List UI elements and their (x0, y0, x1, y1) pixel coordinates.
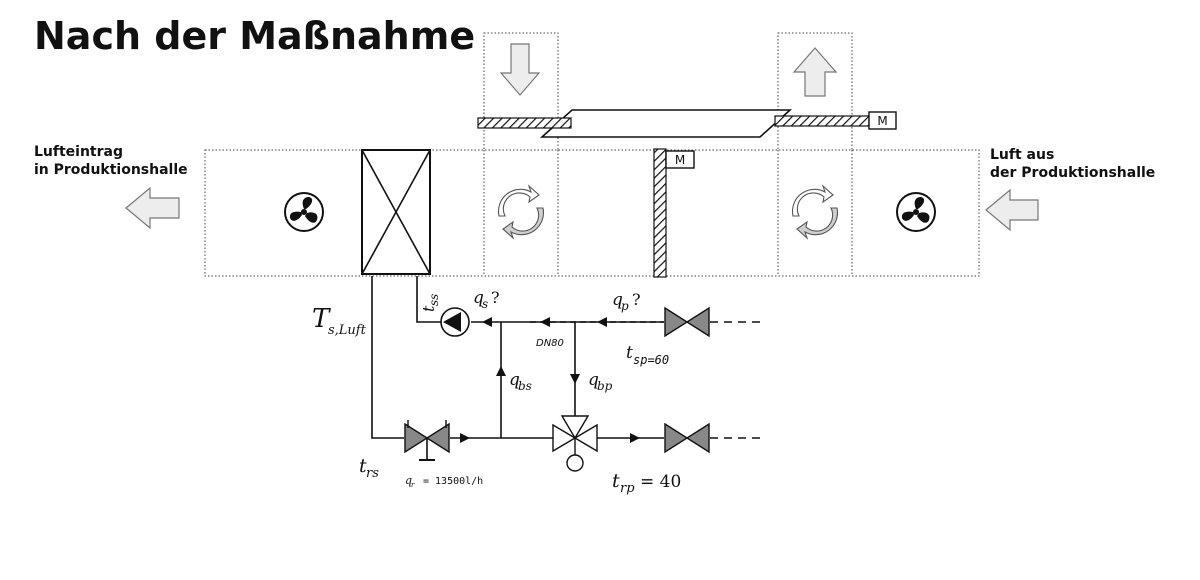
motor-icon: M (665, 150, 695, 169)
damper-icon (477, 117, 572, 129)
label-dn80: DN80 (536, 338, 564, 349)
label-q-bp-base: q (588, 370, 599, 390)
label-q-s-question: ? (491, 288, 500, 307)
label-t-rp: t rp = 40 (612, 470, 681, 496)
label-t-sp: t sp=60 (626, 343, 669, 367)
label-q-s-sub: s (482, 297, 488, 311)
label-t-sp-sub: sp=60 (633, 353, 669, 367)
rotary-wheel-icon (791, 184, 839, 240)
label-t-rp-sub: rp (620, 481, 635, 496)
bypass-duct (539, 109, 793, 138)
heat-exchanger-icon (361, 149, 431, 275)
label-q-r-value: = 13500l/h (423, 476, 483, 487)
label-air-supply-line2: in Produktionshalle (34, 162, 188, 178)
damper-icon (774, 115, 870, 127)
arrow-left-icon (125, 186, 180, 230)
label-q-r-base: q (405, 474, 412, 487)
label-t-sp-base: t (626, 343, 633, 363)
label-T-sub: s,Luft (328, 323, 367, 338)
valve-icon (664, 306, 710, 338)
label-t-rp-base: t (612, 470, 620, 492)
label-q-s-base: q (473, 288, 484, 308)
arrow-up-icon (792, 47, 838, 97)
three-way-valve-icon (552, 415, 598, 472)
label-air-extract: Luft aus der Produktionshalle (990, 146, 1155, 182)
label-q-p: q p ? (612, 290, 641, 313)
label-t-rs-base: t (359, 455, 367, 477)
page-title: Nach der Maßnahme (34, 14, 476, 58)
damper-icon (653, 148, 667, 278)
label-t-rs: t rs (359, 455, 379, 481)
motor-label: M (675, 153, 685, 167)
ahu-housing (204, 32, 980, 277)
label-q-p-sub: p (621, 299, 629, 313)
label-air-extract-line2: der Produktionshalle (990, 165, 1156, 181)
rotary-wheel-icon (497, 184, 545, 240)
label-q-bp-sub: bp (597, 379, 613, 393)
label-t-rp-value: = 40 (640, 472, 681, 492)
label-air-extract-line1: Luft aus (990, 147, 1055, 163)
label-q-bs-sub: bs (518, 379, 532, 393)
motor-icon: M (868, 111, 897, 130)
label-T-base: T (312, 304, 331, 334)
arrow-down-icon (499, 43, 541, 96)
pump-icon (440, 307, 470, 337)
balancing-valve-icon (404, 420, 450, 461)
fan-icon (896, 192, 936, 232)
valve-icon (664, 422, 710, 454)
label-t-ss: t ss (419, 294, 441, 312)
label-q-bs: q bs (509, 370, 532, 393)
label-q-bs-base: q (509, 370, 520, 390)
label-t-ss-base: t (419, 305, 438, 312)
label-air-supply-line1: Lufteintrag (34, 144, 123, 160)
label-q-p-base: q (612, 290, 623, 310)
label-q-s: q s ? (473, 288, 500, 311)
fan-icon (284, 192, 324, 232)
label-air-supply: Lufteintrag in Produktionshalle (34, 143, 188, 179)
label-q-p-question: ? (632, 290, 641, 309)
label-t-ss-sub: ss (427, 294, 441, 306)
label-t-rs-sub: rs (366, 466, 379, 481)
label-q-r: q r = 13500l/h (405, 474, 483, 489)
label-q-bp: q bp (588, 370, 613, 393)
arrow-left-icon (985, 188, 1039, 232)
label-T-s-luft: T s,Luft (312, 304, 367, 338)
motor-label: M (877, 114, 887, 128)
flow-arrows (460, 317, 640, 443)
label-q-r-sub: r (411, 481, 415, 489)
